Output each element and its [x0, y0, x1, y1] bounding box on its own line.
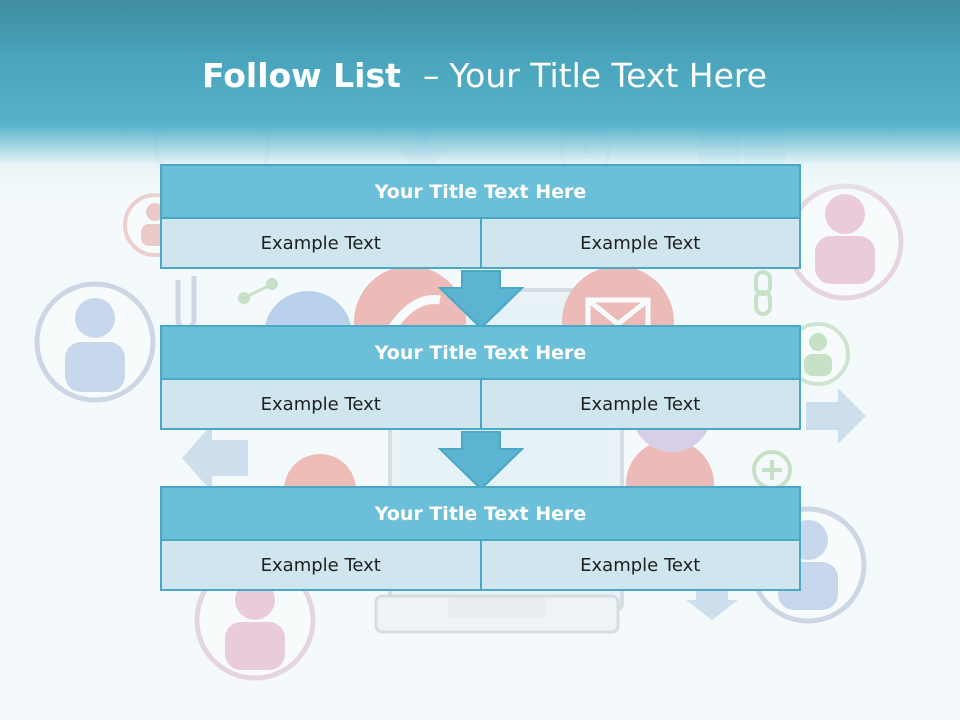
title-text: Your Title Text Here: [449, 56, 768, 95]
block-cell-right: Example Text: [479, 380, 801, 430]
block-title: Your Title Text Here: [160, 486, 801, 541]
arrow-down-connector-2: [438, 431, 524, 491]
title-separator: –: [422, 56, 440, 95]
block-title: Your Title Text Here: [160, 164, 801, 219]
block-cell-left: Example Text: [160, 541, 482, 591]
arrow-right-icon: [806, 388, 866, 444]
arrow-down-connector-1: [438, 270, 524, 330]
title-bold: Follow List: [202, 56, 401, 95]
block-title: Your Title Text Here: [160, 325, 801, 380]
user-icon: [34, 281, 156, 403]
user-icon: [194, 559, 316, 681]
list-block-2: Your Title Text Here Example Text Exampl…: [160, 325, 801, 430]
page-title: Follow List–Your Title Text Here: [202, 54, 767, 98]
block-cell-right: Example Text: [479, 219, 801, 269]
list-block-1: Your Title Text Here Example Text Exampl…: [160, 164, 801, 269]
plus-icon: [752, 450, 792, 490]
list-block-3: Your Title Text Here Example Text Exampl…: [160, 486, 801, 591]
block-row: Example Text Example Text: [160, 380, 801, 430]
user-icon: [786, 183, 904, 301]
arrow-left-icon: [182, 424, 248, 492]
paperclip-icon: [175, 276, 197, 331]
chain-link-icon: [754, 270, 772, 316]
share-icon: [238, 278, 278, 304]
block-row: Example Text Example Text: [160, 541, 801, 591]
block-row: Example Text Example Text: [160, 219, 801, 269]
block-cell-left: Example Text: [160, 380, 482, 430]
block-cell-left: Example Text: [160, 219, 482, 269]
block-cell-right: Example Text: [479, 541, 801, 591]
